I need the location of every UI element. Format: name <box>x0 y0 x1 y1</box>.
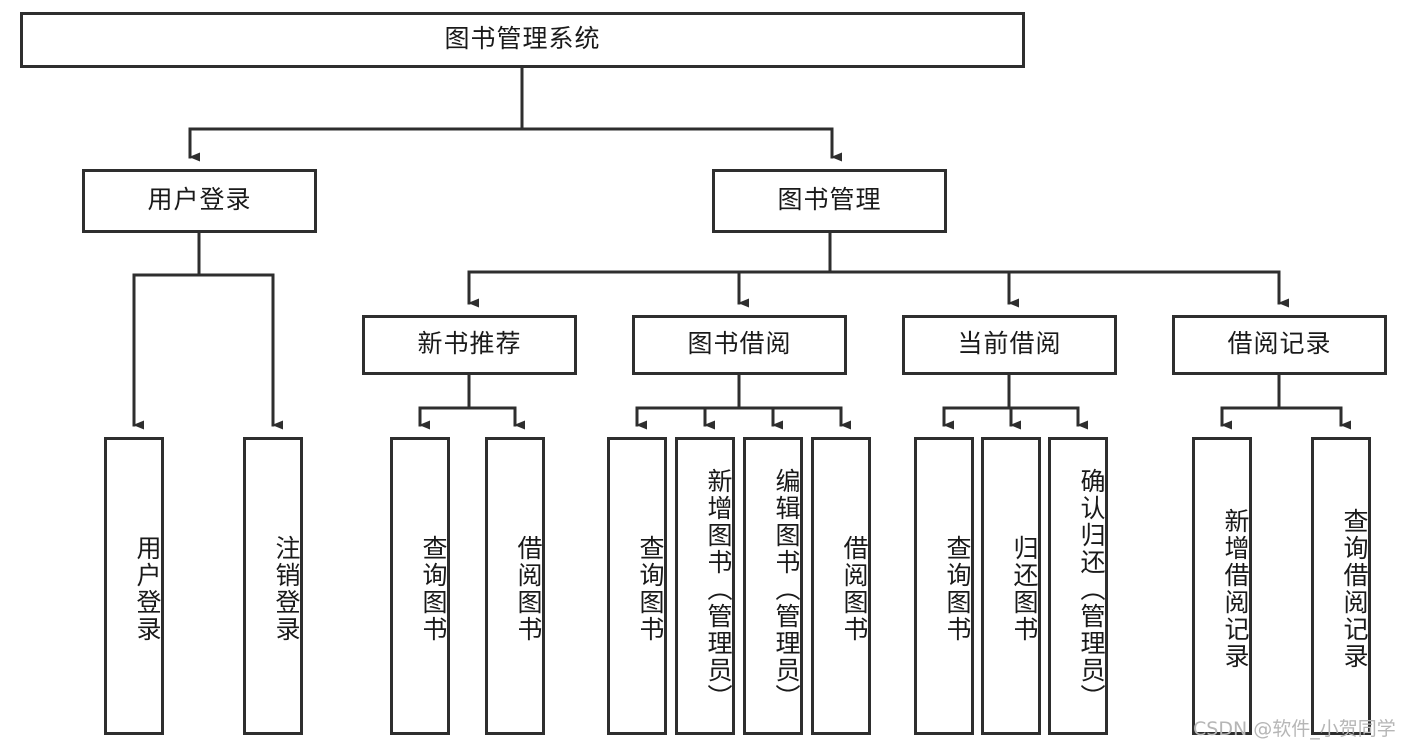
node-leaf-add-book-label: 新增图书（管理员） <box>704 467 732 711</box>
node-borrow-record-label: 借阅记录 <box>1227 330 1332 359</box>
node-leaf-edit-book[interactable]: 编辑图书（管理员） <box>743 437 803 735</box>
node-root-label: 图书管理系统 <box>444 25 601 54</box>
node-new-book-recommend-label: 新书推荐 <box>417 330 522 359</box>
node-leaf-confirm-return[interactable]: 确认归还（管理员） <box>1048 437 1108 735</box>
node-book-management-label: 图书管理 <box>777 186 882 215</box>
node-current-borrow-label: 当前借阅 <box>957 330 1062 359</box>
node-borrow-record[interactable]: 借阅记录 <box>1172 315 1387 375</box>
node-leaf-add-book[interactable]: 新增图书（管理员） <box>675 437 735 735</box>
node-leaf-borrow-book-1-label: 借阅图书 <box>514 535 542 643</box>
node-leaf-edit-book-label: 编辑图书（管理员） <box>772 467 800 711</box>
node-leaf-query-book-1[interactable]: 查询图书 <box>390 437 450 735</box>
node-leaf-user-login-label: 用户登录 <box>133 535 161 643</box>
node-new-book-recommend[interactable]: 新书推荐 <box>362 315 577 375</box>
node-leaf-query-record-label: 查询借阅记录 <box>1340 508 1368 670</box>
node-leaf-query-book-3-label: 查询图书 <box>943 535 971 643</box>
node-leaf-query-book-1-label: 查询图书 <box>419 535 447 643</box>
node-user-login-label: 用户登录 <box>147 186 252 215</box>
csdn-watermark: CSDN @软件_小贺同学 <box>1193 718 1396 740</box>
node-current-borrow[interactable]: 当前借阅 <box>902 315 1117 375</box>
node-book-borrow-label: 图书借阅 <box>687 330 792 359</box>
node-leaf-borrow-book-2[interactable]: 借阅图书 <box>811 437 871 735</box>
node-leaf-confirm-return-label: 确认归还（管理员） <box>1077 467 1105 711</box>
node-root[interactable]: 图书管理系统 <box>20 12 1025 68</box>
node-leaf-query-book-2-label: 查询图书 <box>636 535 664 643</box>
node-leaf-query-book-2[interactable]: 查询图书 <box>607 437 667 735</box>
node-leaf-add-record-label: 新增借阅记录 <box>1221 508 1249 670</box>
node-book-borrow[interactable]: 图书借阅 <box>632 315 847 375</box>
node-leaf-add-record[interactable]: 新增借阅记录 <box>1192 437 1252 735</box>
node-leaf-borrow-book-2-label: 借阅图书 <box>840 535 868 643</box>
node-leaf-return-book[interactable]: 归还图书 <box>981 437 1041 735</box>
node-leaf-return-book-label: 归还图书 <box>1010 535 1038 643</box>
node-leaf-logout-login[interactable]: 注销登录 <box>243 437 303 735</box>
node-leaf-query-record[interactable]: 查询借阅记录 <box>1311 437 1371 735</box>
node-book-management[interactable]: 图书管理 <box>712 169 947 233</box>
node-leaf-query-book-3[interactable]: 查询图书 <box>914 437 974 735</box>
node-leaf-user-login[interactable]: 用户登录 <box>104 437 164 735</box>
node-leaf-borrow-book-1[interactable]: 借阅图书 <box>485 437 545 735</box>
node-leaf-logout-login-label: 注销登录 <box>272 535 300 643</box>
node-user-login[interactable]: 用户登录 <box>82 169 317 233</box>
